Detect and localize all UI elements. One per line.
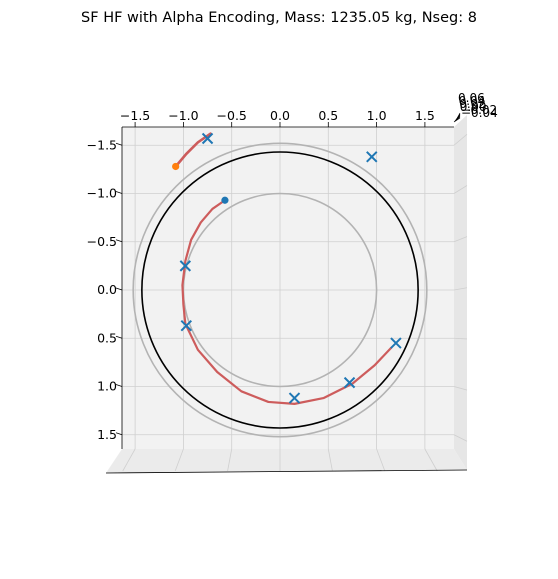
segment-marker-stroke [201,132,214,145]
z-tick-label: 0.02 [459,97,486,111]
trajectory-line [181,199,393,405]
segment-marker [343,376,356,389]
y-tick-label: 1.0 [97,379,117,394]
chart-title: SF HF with Alpha Encoding, Mass: 1235.05… [81,10,477,26]
x-tick-label: 0.0 [270,108,290,123]
y-tick-mark [115,287,123,291]
x-tick-label: 0.5 [318,108,338,123]
trajectory-tail-line [174,132,212,168]
z-tick-mark [456,112,461,120]
side-grid-line [453,287,468,291]
segment-marker [366,151,378,163]
x-tick-label: −1.5 [120,108,150,123]
z-tick-label: −0.04 [461,106,498,120]
y-tick-label: −1.0 [87,186,117,201]
floor-grid-line [327,448,333,472]
y-tick-mark [115,432,123,436]
floor-grid-line [174,448,184,472]
y-tick-mark [115,191,123,194]
z-tick-label: 0.04 [459,94,486,108]
segment-marker-stroke [180,319,193,332]
floor-edge-line [105,469,468,474]
y-tick-label: 1.5 [97,427,117,442]
side-grid-line [453,386,468,391]
segment-marker-stroke [179,260,192,272]
side-grid-line [453,434,468,442]
endpoint-markers [172,162,229,204]
segment-marker [201,132,214,145]
target-orbit-circle [141,151,419,429]
segment-marker-stroke [288,392,301,404]
segment-marker-stroke [343,376,356,389]
segment-marker [390,337,402,349]
side-grid-line [453,337,468,340]
floor-pane [106,449,467,473]
y-tick-mark [115,384,123,387]
y-axis-ticks: −1.5 −1.0 −0.5 0.0 0.5 1.0 1.5 [87,137,123,442]
floor-grid-line [122,448,136,472]
trajectory [174,132,393,405]
y-tick-mark [115,239,123,243]
x-tick-label: 1.5 [415,108,435,123]
x-axis-ticks: −1.5 −1.0 −0.5 0.0 0.5 1.0 1.5 [120,108,435,127]
end-point [172,162,180,171]
z-tick-label: −0.02 [460,103,497,117]
segment-marker-stroke [366,151,378,163]
segment-markers [179,132,402,404]
side-grid-line [453,236,468,243]
start-point [221,196,229,204]
y-tick-label: −1.5 [87,137,117,152]
side-grid-line [453,185,468,194]
floor-grid-line [227,448,233,472]
segment-marker [180,319,193,332]
y-tick-mark [115,335,123,339]
z-tick-label: 0.06 [458,91,485,105]
target-orbit [141,151,419,429]
side-grid-line [453,134,468,146]
floor-grid-line [424,448,438,472]
y-tick-label: 0.5 [97,330,117,345]
reference-circle [132,142,428,438]
y-tick-label: 0.0 [97,282,117,297]
segment-marker-stroke [390,337,402,349]
x-tick-label: −1.0 [168,108,198,123]
segment-marker [288,392,301,404]
back-pane [122,127,454,449]
y-tick-label: −0.5 [87,234,117,249]
x-tick-label: 1.0 [367,108,387,123]
floor-grid-line [376,448,386,472]
z-tick-label: 0.00 [460,100,487,114]
y-tick-mark [115,142,123,146]
z-axis-ticks: 0.060.040.020.00−0.02−0.04 [453,91,498,123]
side-pane [454,115,467,470]
segment-marker [179,260,192,272]
axes-panes [106,115,467,473]
x-tick-label: −0.5 [217,108,247,123]
